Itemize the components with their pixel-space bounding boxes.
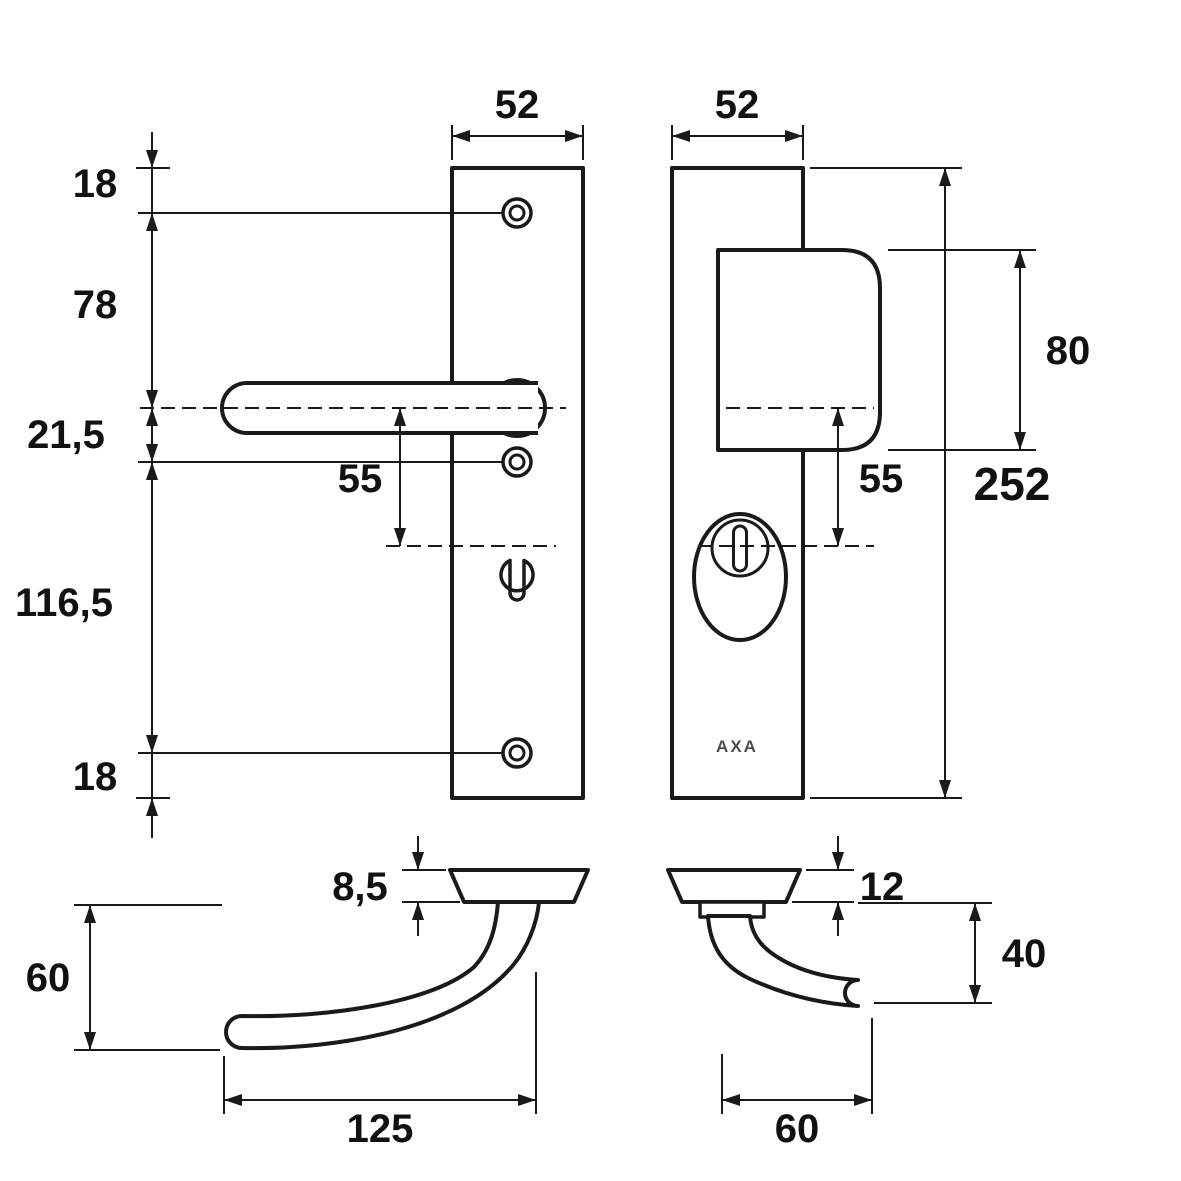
dim-label: 18 xyxy=(73,162,118,206)
screw-hole xyxy=(501,737,533,769)
dim-label: 125 xyxy=(347,1107,414,1151)
front-view-exterior: AXA xyxy=(670,166,882,800)
interior-backplate xyxy=(450,166,585,800)
screw-reference-lines xyxy=(138,212,503,754)
brand-logo: AXA xyxy=(716,737,758,756)
dim-label: 116,5 xyxy=(15,581,113,625)
dim-label: 12 xyxy=(860,865,905,909)
dim-handle-length: 125 xyxy=(223,972,537,1151)
screw-hole xyxy=(501,446,533,478)
euro-cylinder-keyhole xyxy=(499,558,535,602)
dim-axis-to-screw: 21,5 xyxy=(27,408,158,462)
centerlines xyxy=(140,407,874,547)
dim-grip-projection: 40 xyxy=(858,902,1047,1004)
dim-label: 60 xyxy=(775,1107,820,1151)
dim-label: 21,5 xyxy=(27,413,105,457)
dim-label: 80 xyxy=(1046,329,1091,373)
dim-axis-to-cylinder-right: 55 xyxy=(832,408,903,546)
dim-plate-width-left: 52 xyxy=(451,83,584,160)
dim-label: 78 xyxy=(73,283,118,327)
dim-chain-left xyxy=(136,132,170,838)
handle-side-profile xyxy=(224,900,541,1051)
plate-section-inner xyxy=(448,868,590,904)
dim-plate-thickness-inner: 8,5 xyxy=(332,836,460,936)
side-view-exterior xyxy=(666,868,860,1008)
dim-label: 18 xyxy=(73,755,118,799)
dim-screw-spacing-lower: 116,5 xyxy=(15,462,158,753)
screw-hole xyxy=(501,197,533,229)
dim-handle-projection: 60 xyxy=(26,904,222,1051)
dim-axis-to-cylinder-left: 55 xyxy=(338,408,406,546)
dim-plate-height: 252 xyxy=(810,167,1051,799)
dim-label: 52 xyxy=(715,83,760,127)
side-view-interior xyxy=(224,868,590,1051)
dim-grip-height: 80 xyxy=(888,249,1091,451)
dim-label: 55 xyxy=(338,457,383,501)
front-view-interior xyxy=(138,166,585,800)
dim-plate-thickness-outer: 12 xyxy=(792,836,904,936)
pull-grip-front xyxy=(716,248,882,452)
dim-bottom-offset: 18 xyxy=(73,755,158,816)
dim-label: 52 xyxy=(495,83,540,127)
dim-grip-width: 60 xyxy=(721,1018,873,1151)
grip-side-profile xyxy=(706,914,860,1008)
dim-label: 8,5 xyxy=(332,865,388,909)
dim-label: 60 xyxy=(26,956,71,1000)
dim-screw-to-axis: 78 xyxy=(73,283,158,408)
dim-label: 40 xyxy=(1002,932,1047,976)
dim-plate-width-right: 52 xyxy=(671,83,804,160)
dim-label: 252 xyxy=(974,458,1051,510)
core-slot xyxy=(732,524,748,573)
dim-top-offset: 18 xyxy=(73,150,158,231)
plate-section-outer xyxy=(666,868,802,904)
dim-label: 55 xyxy=(859,457,904,501)
